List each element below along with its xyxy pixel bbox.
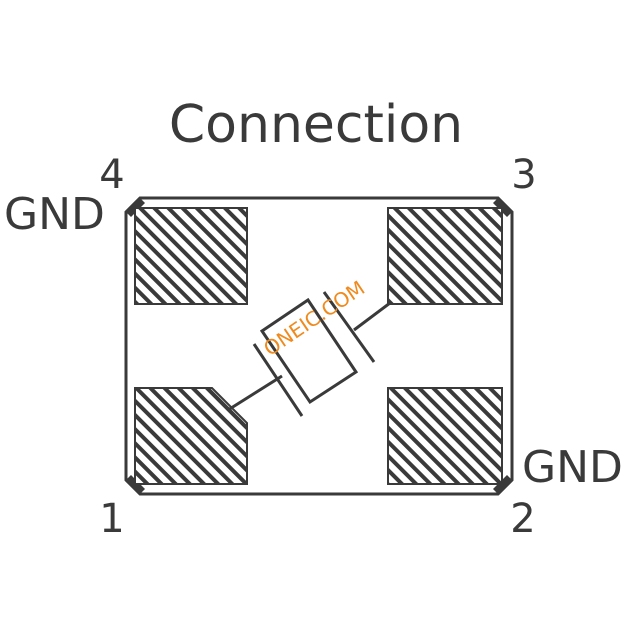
- pin-2-label: 2: [510, 496, 535, 542]
- crystal-symbol: [227, 291, 391, 417]
- gnd-label-pin2: GND: [522, 442, 623, 493]
- diagram-title: Connection: [169, 95, 463, 155]
- crystal-lead-left: [227, 374, 283, 412]
- crystal-plate-left: [252, 343, 304, 417]
- crystal-plate-right: [322, 291, 376, 363]
- pin-3-label: 3: [511, 152, 536, 198]
- pad-1: [134, 387, 248, 485]
- crystal-body: [259, 297, 359, 405]
- pin-1-label: 1: [99, 496, 124, 542]
- pad-3: [387, 207, 503, 305]
- pad-4: [134, 207, 248, 305]
- watermark: ONEIC.COM: [259, 276, 369, 361]
- crystal-lead-right: [353, 301, 391, 332]
- pad-2: [387, 387, 503, 485]
- gnd-label-pin4: GND: [4, 189, 105, 240]
- pin-4-label: 4: [99, 152, 124, 198]
